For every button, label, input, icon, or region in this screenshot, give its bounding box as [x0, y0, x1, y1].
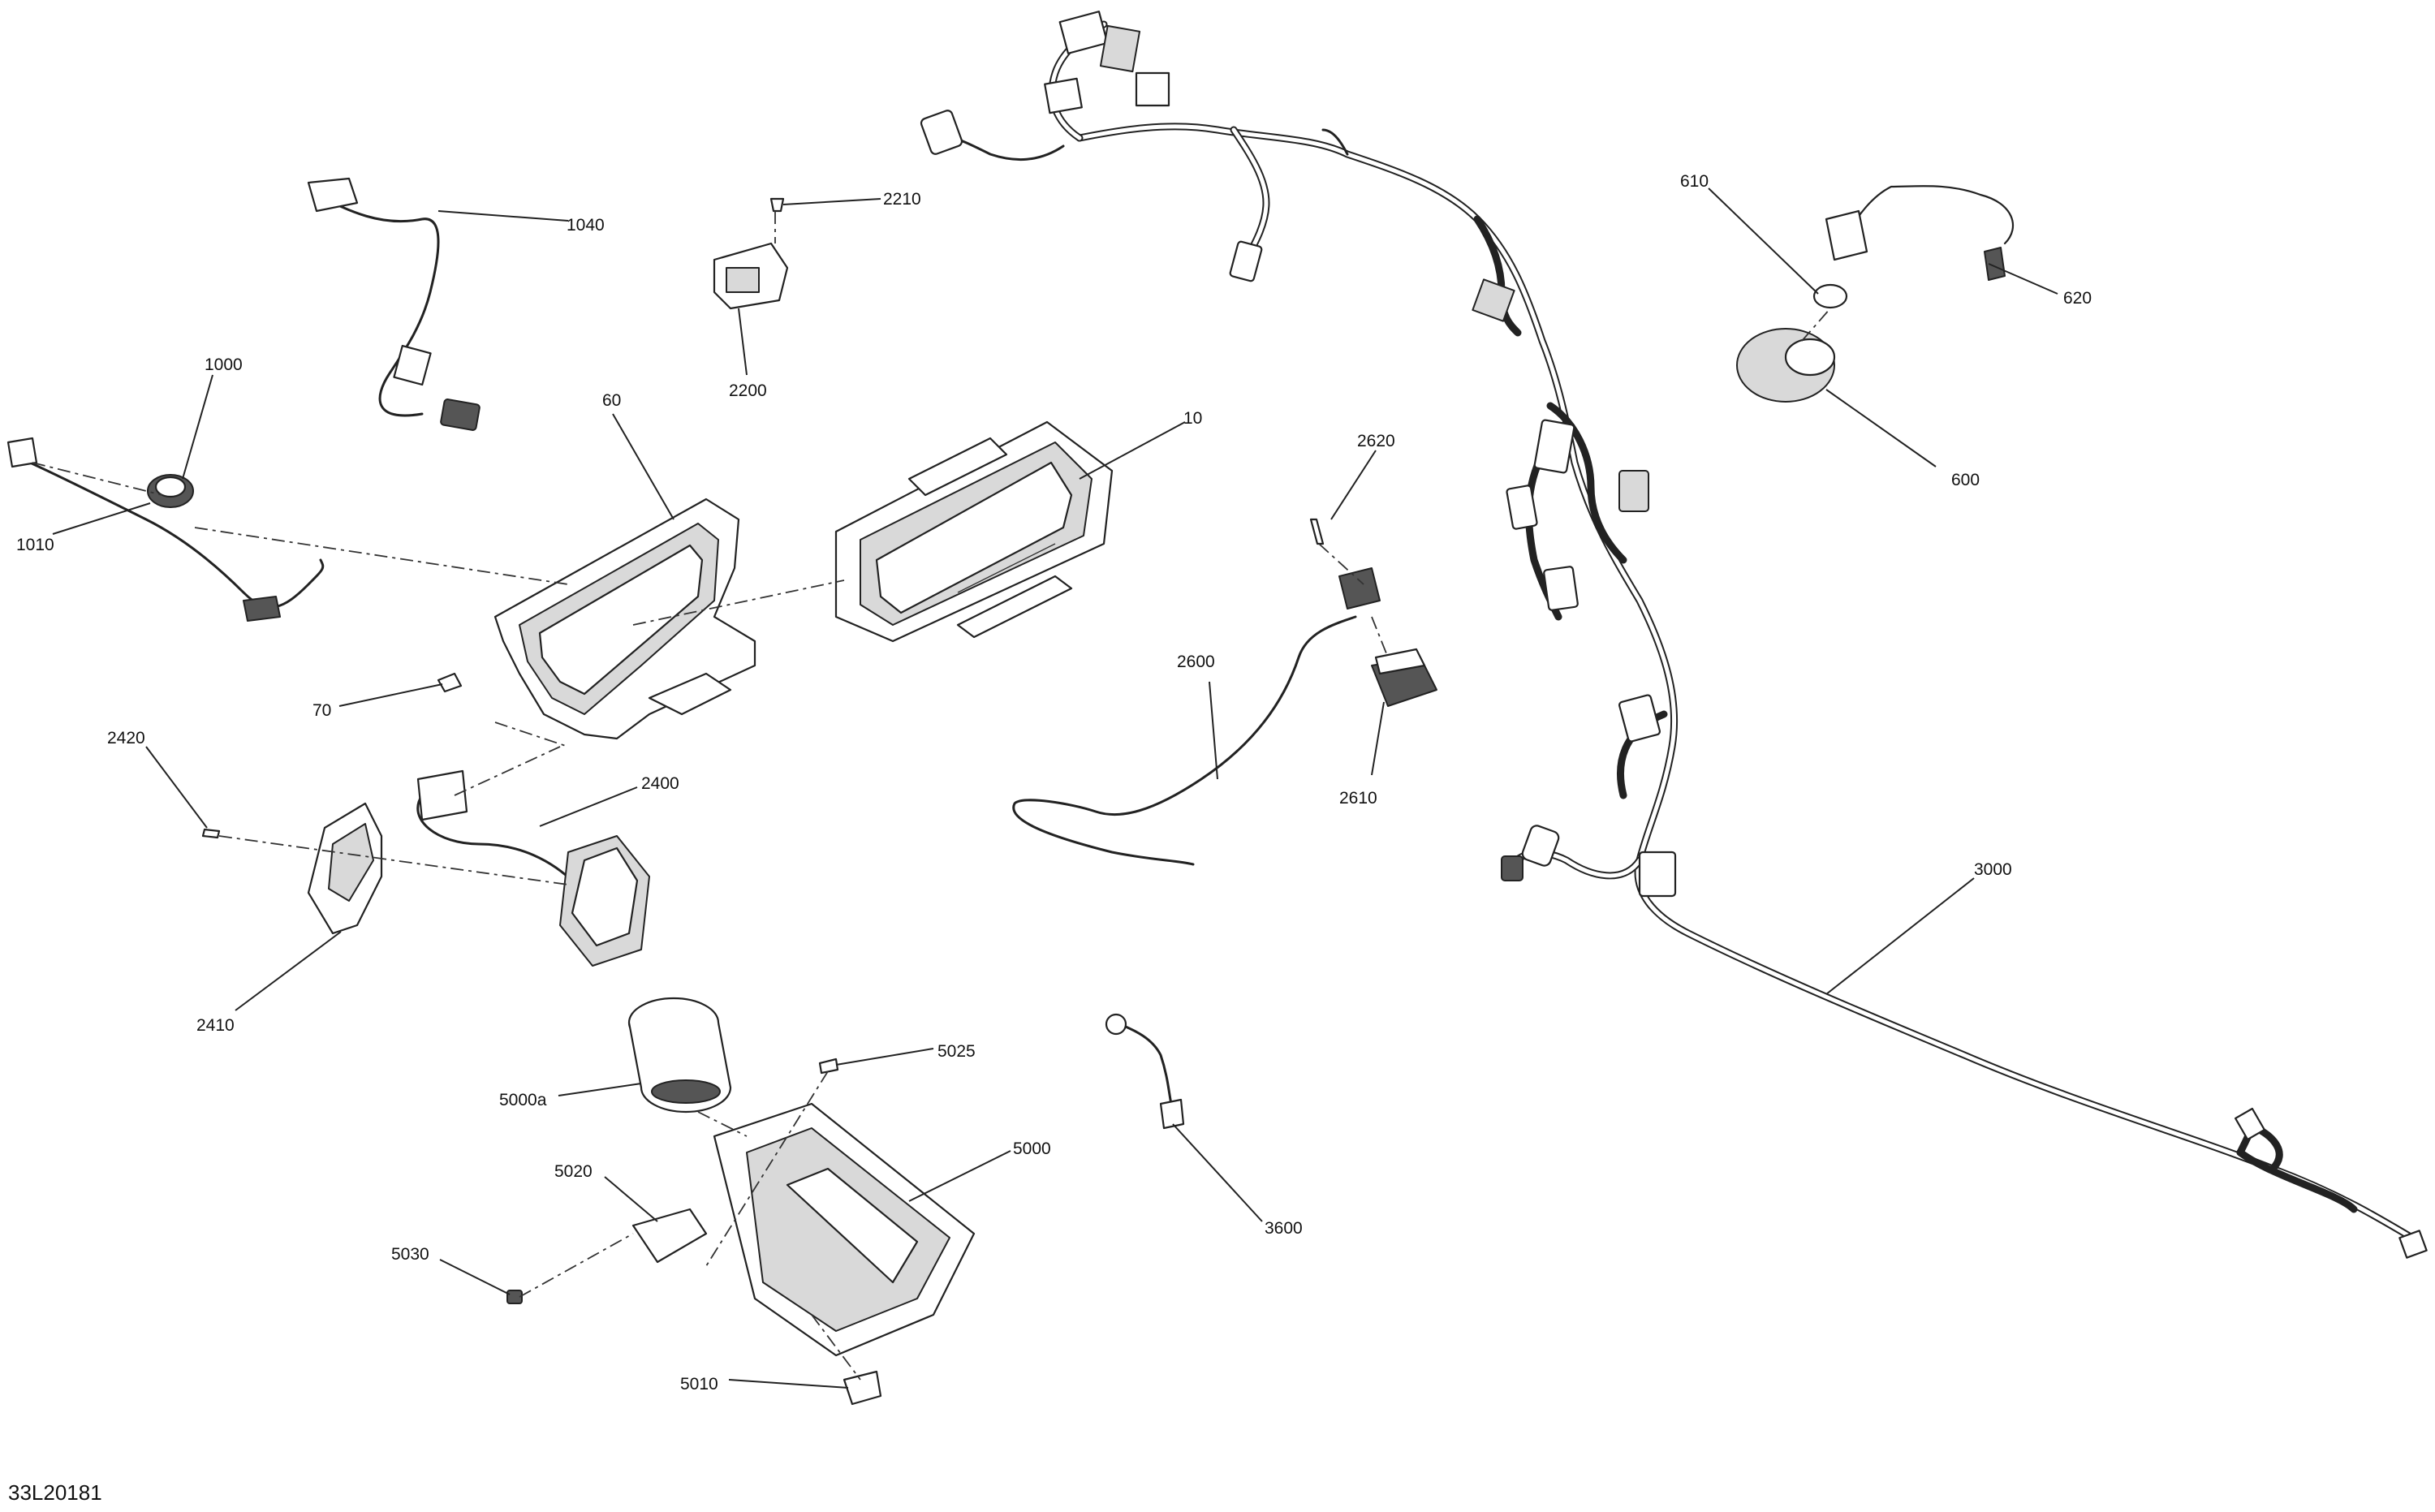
callout-70: 70: [312, 701, 331, 720]
callout-5025: 5025: [937, 1042, 976, 1061]
switch-assembly-2400: [416, 769, 650, 967]
sensor-2200: [713, 242, 789, 310]
callout-2200: 2200: [729, 381, 767, 400]
callout-5000a: 5000a: [499, 1091, 547, 1109]
drawing-id: 33L20181: [8, 1480, 102, 1505]
callout-2400: 2400: [641, 774, 679, 793]
callout-1000: 1000: [205, 355, 243, 374]
screw-5025: [818, 1058, 839, 1075]
callout-2610: 2610: [1339, 789, 1377, 808]
key-switch-600: [1736, 283, 1848, 403]
callout-5020: 5020: [554, 1162, 593, 1181]
lanyard-620: [1825, 185, 2015, 281]
callout-600: 600: [1951, 471, 1980, 489]
callout-10: 10: [1183, 409, 1202, 428]
main-wiring-harness: [920, 11, 2428, 1259]
assembly-dashed-lines: [32, 211, 1831, 1381]
callout-620: 620: [2063, 289, 2092, 308]
grommet-70: [437, 672, 463, 693]
nut-5030: [506, 1290, 523, 1304]
callout-3000: 3000: [1974, 860, 2012, 879]
callout-1040: 1040: [567, 216, 605, 235]
clip-5010: [843, 1370, 882, 1406]
callout-labels: 1040 2210 2200 1000 1010 60 10 70 2620 2…: [16, 172, 2092, 1394]
callout-1010: 1010: [16, 536, 54, 554]
power-socket: [147, 474, 194, 508]
ground-cable-3600: [1105, 1013, 1185, 1130]
screw-2420: [201, 828, 221, 839]
callout-2420: 2420: [107, 729, 145, 747]
callout-2620: 2620: [1357, 432, 1395, 450]
callout-5010: 5010: [680, 1375, 718, 1394]
callout-610: 610: [1680, 172, 1709, 191]
callout-5030: 5030: [391, 1245, 429, 1264]
wire-2600: [1012, 518, 1381, 866]
holder-2610: [1371, 648, 1437, 707]
digital-display-cluster: [834, 420, 1114, 643]
sensor-wire-1040: [307, 177, 481, 431]
callout-5000: 5000: [1013, 1139, 1051, 1158]
ecu-module-5000: [713, 1102, 976, 1357]
callout-2600: 2600: [1177, 653, 1215, 671]
callout-2410: 2410: [196, 1016, 235, 1035]
switch-support-2410: [307, 802, 383, 935]
callout-3600: 3600: [1265, 1219, 1303, 1238]
socket-wire: [6, 437, 325, 622]
leader-lines: [52, 187, 2058, 1389]
screw-2210: [769, 197, 785, 213]
oil-filter-5000a: [627, 997, 732, 1114]
bracket-5020: [631, 1208, 708, 1264]
display-support-bezel: [493, 498, 756, 740]
callout-60: 60: [602, 391, 621, 410]
callout-2210: 2210: [883, 190, 921, 209]
